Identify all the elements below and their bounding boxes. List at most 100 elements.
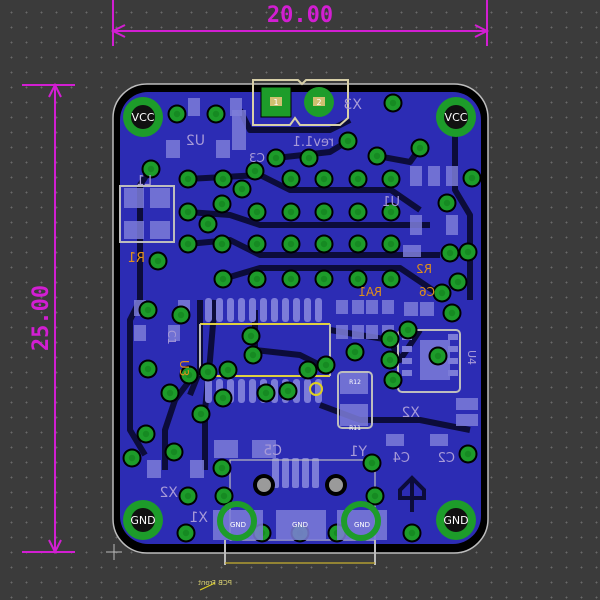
via[interactable]: [167, 104, 187, 124]
via[interactable]: [213, 169, 233, 189]
via[interactable]: [381, 234, 401, 254]
via[interactable]: [442, 303, 462, 323]
via[interactable]: [316, 355, 336, 375]
via[interactable]: [348, 202, 368, 222]
via[interactable]: [138, 300, 158, 320]
smd-pad[interactable]: [124, 221, 144, 239]
smd-pad[interactable]: [382, 300, 394, 314]
via[interactable]: [448, 272, 468, 292]
smd-pad[interactable]: [188, 98, 200, 116]
usb-pin[interactable]: [282, 458, 289, 488]
smd-pad[interactable]: [147, 460, 161, 478]
via[interactable]: [410, 138, 430, 158]
smd-pad[interactable]: [252, 440, 276, 458]
smd-pad[interactable]: [214, 440, 238, 458]
via[interactable]: [218, 360, 238, 380]
via[interactable]: [213, 269, 233, 289]
smd-pad[interactable]: [410, 166, 422, 186]
via[interactable]: [402, 523, 422, 543]
smd-pad[interactable]: [403, 245, 421, 257]
connector-x3[interactable]: 1 2: [260, 86, 334, 118]
smd-pad[interactable]: [446, 215, 458, 235]
via[interactable]: [198, 362, 218, 382]
ic-u4-pin[interactable]: [448, 346, 458, 352]
via[interactable]: [365, 486, 385, 506]
via[interactable]: [458, 444, 478, 464]
ic-u3-pin[interactable]: [315, 298, 322, 322]
ic-u4-pin[interactable]: [448, 358, 458, 364]
via[interactable]: [432, 283, 452, 303]
smd-pad[interactable]: [168, 325, 180, 341]
via[interactable]: [299, 148, 319, 168]
via[interactable]: [247, 202, 267, 222]
mounting-hole-vcc-left[interactable]: VCC: [123, 97, 163, 137]
via[interactable]: [179, 365, 199, 385]
via[interactable]: [136, 424, 156, 444]
ic-u3-pin[interactable]: [205, 379, 212, 403]
usb-pin[interactable]: [292, 458, 299, 488]
smd-pad[interactable]: [430, 434, 448, 446]
ic-u4-pin[interactable]: [402, 346, 412, 352]
smd-pad[interactable]: [232, 110, 246, 150]
via[interactable]: [298, 360, 318, 380]
via[interactable]: [178, 486, 198, 506]
smd-pad[interactable]: [336, 300, 348, 314]
via[interactable]: [245, 161, 265, 181]
usb-pin[interactable]: [312, 458, 319, 488]
via[interactable]: [256, 383, 276, 403]
via[interactable]: [212, 194, 232, 214]
via[interactable]: [462, 168, 482, 188]
smd-pad[interactable]: [340, 372, 368, 394]
ic-u3-pin[interactable]: [249, 298, 256, 322]
via[interactable]: [213, 388, 233, 408]
via[interactable]: [164, 442, 184, 462]
ic-u3-pin[interactable]: [227, 298, 234, 322]
via[interactable]: [206, 104, 226, 124]
usb-pin[interactable]: [302, 458, 309, 488]
ic-u3-pin[interactable]: [238, 379, 245, 403]
via[interactable]: [383, 370, 403, 390]
via[interactable]: [381, 269, 401, 289]
smd-pad[interactable]: [150, 188, 170, 208]
ic-u4-pin[interactable]: [402, 358, 412, 364]
via[interactable]: [458, 242, 478, 262]
via[interactable]: [314, 202, 334, 222]
via[interactable]: [440, 243, 460, 263]
via[interactable]: [122, 448, 142, 468]
via[interactable]: [383, 93, 403, 113]
smd-pad[interactable]: [366, 300, 378, 314]
smd-pad[interactable]: [420, 302, 434, 316]
via[interactable]: [338, 131, 358, 151]
ic-u3-pin[interactable]: [260, 298, 267, 322]
via[interactable]: [178, 169, 198, 189]
usb-connector[interactable]: GND GND GND: [213, 474, 387, 541]
smd-pad[interactable]: [352, 300, 364, 314]
via[interactable]: [314, 234, 334, 254]
smd-pad[interactable]: [190, 460, 204, 478]
smd-pad[interactable]: [446, 166, 458, 186]
mounting-hole-vcc-right[interactable]: VCC: [436, 97, 476, 137]
via[interactable]: [212, 234, 232, 254]
via[interactable]: [281, 202, 301, 222]
via[interactable]: [148, 251, 168, 271]
via[interactable]: [345, 342, 365, 362]
via-highlighted[interactable]: [309, 382, 323, 396]
ic-u3-pin[interactable]: [304, 379, 311, 403]
via[interactable]: [314, 269, 334, 289]
smd-pad[interactable]: [124, 188, 144, 208]
ic-u3-pin[interactable]: [216, 298, 223, 322]
via[interactable]: [212, 458, 232, 478]
via[interactable]: [281, 169, 301, 189]
smd-pad[interactable]: [134, 325, 146, 341]
smd-pad[interactable]: [456, 398, 478, 410]
via[interactable]: [178, 202, 198, 222]
via[interactable]: [278, 381, 298, 401]
via[interactable]: [243, 345, 263, 365]
smd-pad[interactable]: [428, 166, 440, 186]
via[interactable]: [141, 159, 161, 179]
via[interactable]: [191, 404, 211, 424]
via[interactable]: [281, 269, 301, 289]
via[interactable]: [198, 214, 218, 234]
ic-u4-pin[interactable]: [448, 334, 458, 340]
